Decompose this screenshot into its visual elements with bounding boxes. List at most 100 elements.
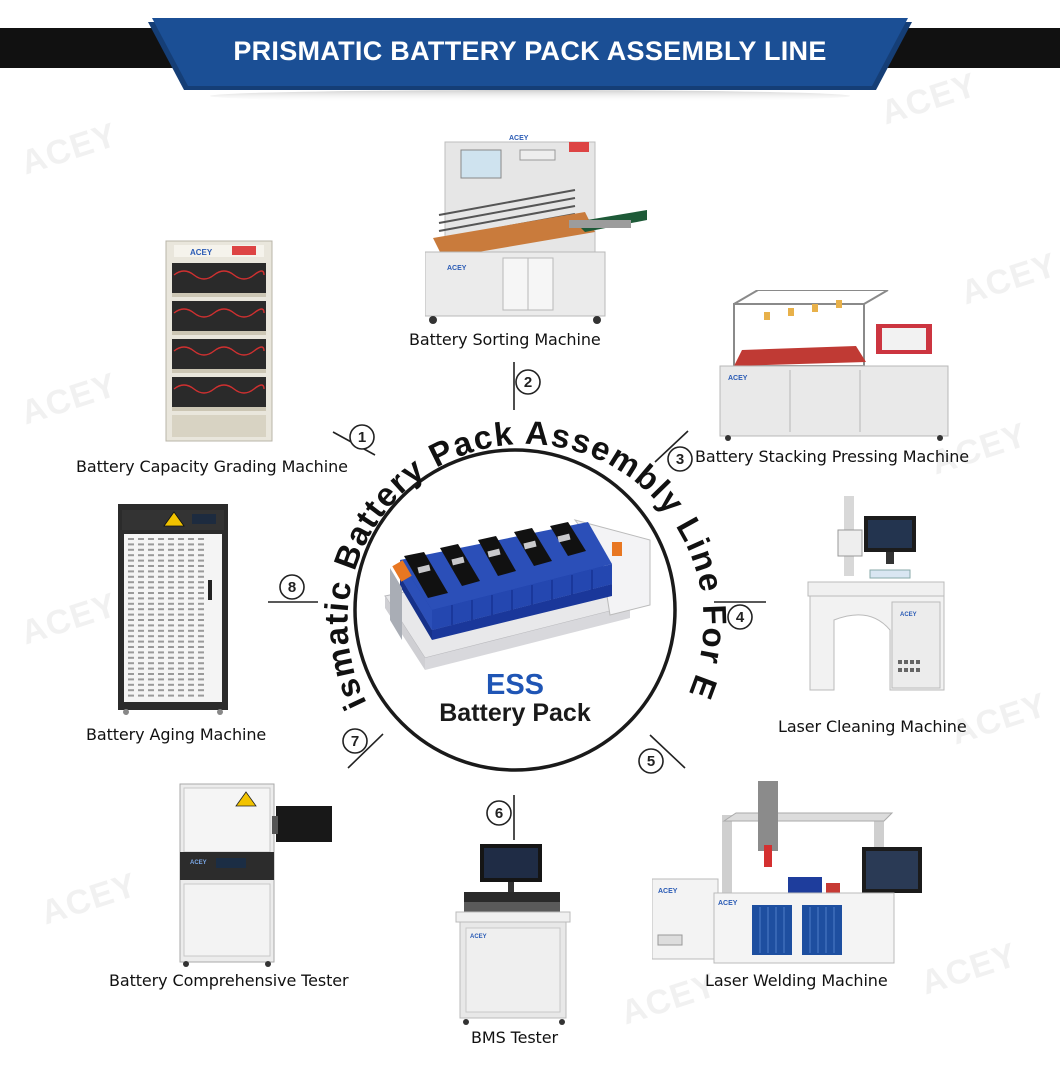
vent-slot <box>148 548 154 551</box>
vent-slot <box>158 559 164 562</box>
vent-slot <box>158 619 164 621</box>
vent-slot <box>128 662 134 665</box>
vent-slot <box>158 613 164 616</box>
vent-slot <box>158 678 164 681</box>
vent-slot <box>158 624 164 627</box>
vent-slot <box>128 694 134 697</box>
vent-slot <box>128 602 134 605</box>
vent-slot <box>148 619 154 621</box>
step-label: Battery Stacking Pressing Machine <box>695 447 970 466</box>
step-label: Battery Capacity Grading Machine <box>76 457 348 476</box>
vent-slot <box>188 613 194 616</box>
vent-slot <box>128 646 134 648</box>
vent-slot <box>188 608 194 611</box>
vent-slot <box>148 565 154 567</box>
vent-slot <box>148 586 154 589</box>
vent-slot <box>148 581 154 584</box>
vent-slot <box>128 581 134 584</box>
vent-slot <box>148 575 154 578</box>
vent-slot <box>148 554 154 557</box>
vent-slot <box>198 586 204 589</box>
vent-slot <box>168 619 174 621</box>
vent-slot <box>168 640 174 643</box>
vent-slot <box>148 624 154 627</box>
vent-slot <box>188 559 194 562</box>
vent-slot <box>188 570 194 573</box>
vent-slot <box>198 635 204 638</box>
svg-text:ACEY: ACEY <box>447 265 467 272</box>
vent-slot <box>148 570 154 573</box>
vent-slot <box>158 656 164 659</box>
vent-slot <box>178 640 184 643</box>
vent-slot <box>168 635 174 638</box>
vent-slot <box>178 565 184 567</box>
vent-slot <box>198 575 204 578</box>
vent-slot <box>188 575 194 578</box>
step-label: Laser Welding Machine <box>705 971 888 990</box>
vent-slot <box>128 586 134 589</box>
vent-slot <box>198 624 204 627</box>
vent-slot <box>178 694 184 697</box>
step-label: Battery Aging Machine <box>86 725 267 744</box>
vent-slot <box>148 592 154 594</box>
svg-text:ACEY: ACEY <box>728 375 748 382</box>
vent-slot <box>188 565 194 567</box>
vent-slot <box>198 613 204 616</box>
vent-slot <box>148 678 154 681</box>
vent-slot <box>178 602 184 605</box>
step-label: BMS Tester <box>471 1028 558 1047</box>
vent-slot <box>168 581 174 584</box>
vent-slot <box>198 667 204 670</box>
vent-slot <box>128 619 134 621</box>
vent-slot <box>168 667 174 670</box>
vent-slot <box>188 543 194 546</box>
vent-slot <box>158 554 164 557</box>
vent-slot <box>128 575 134 578</box>
vent-slot <box>198 683 204 686</box>
vent-slot <box>168 646 174 648</box>
vent-slot <box>198 597 204 600</box>
vent-slot <box>198 581 204 584</box>
vent-slot <box>198 543 204 546</box>
vent-slot <box>138 613 144 616</box>
vent-slot <box>128 651 134 654</box>
vent-slot <box>128 624 134 627</box>
vent-slot <box>148 673 154 675</box>
vent-slot <box>198 619 204 621</box>
vent-slot <box>198 554 204 557</box>
vent-slot <box>198 559 204 562</box>
vent-slot <box>138 597 144 600</box>
vent-slot <box>168 554 174 557</box>
vent-slot <box>148 629 154 632</box>
vent-slot <box>158 694 164 697</box>
bms-tester-icon: ACEY <box>455 844 571 1025</box>
vent-slot <box>198 640 204 643</box>
vent-slot <box>158 586 164 589</box>
vent-slot <box>188 689 194 692</box>
vent-slot <box>158 667 164 670</box>
vent-slot <box>198 656 204 659</box>
vent-slot <box>138 543 144 546</box>
title-ribbon <box>152 18 908 86</box>
vent-slot <box>168 673 174 675</box>
vent-slot <box>178 597 184 600</box>
step-number: 8 <box>288 579 296 596</box>
vent-slot <box>188 548 194 551</box>
vent-slot <box>168 538 174 540</box>
vent-slot <box>188 662 194 665</box>
vent-slot <box>178 581 184 584</box>
svg-text:ACEY: ACEY <box>900 612 917 618</box>
step-number: 3 <box>676 451 684 468</box>
vent-slot <box>168 662 174 665</box>
vent-slot <box>188 656 194 659</box>
vent-slot <box>128 570 134 573</box>
vent-slot <box>178 651 184 654</box>
vent-slot <box>138 538 144 540</box>
vent-slot <box>198 608 204 611</box>
vent-slot <box>128 592 134 594</box>
vent-slot <box>178 592 184 594</box>
vent-slot <box>158 570 164 573</box>
vent-slot <box>178 624 184 627</box>
vent-slot <box>178 559 184 562</box>
vent-slot <box>168 602 174 605</box>
